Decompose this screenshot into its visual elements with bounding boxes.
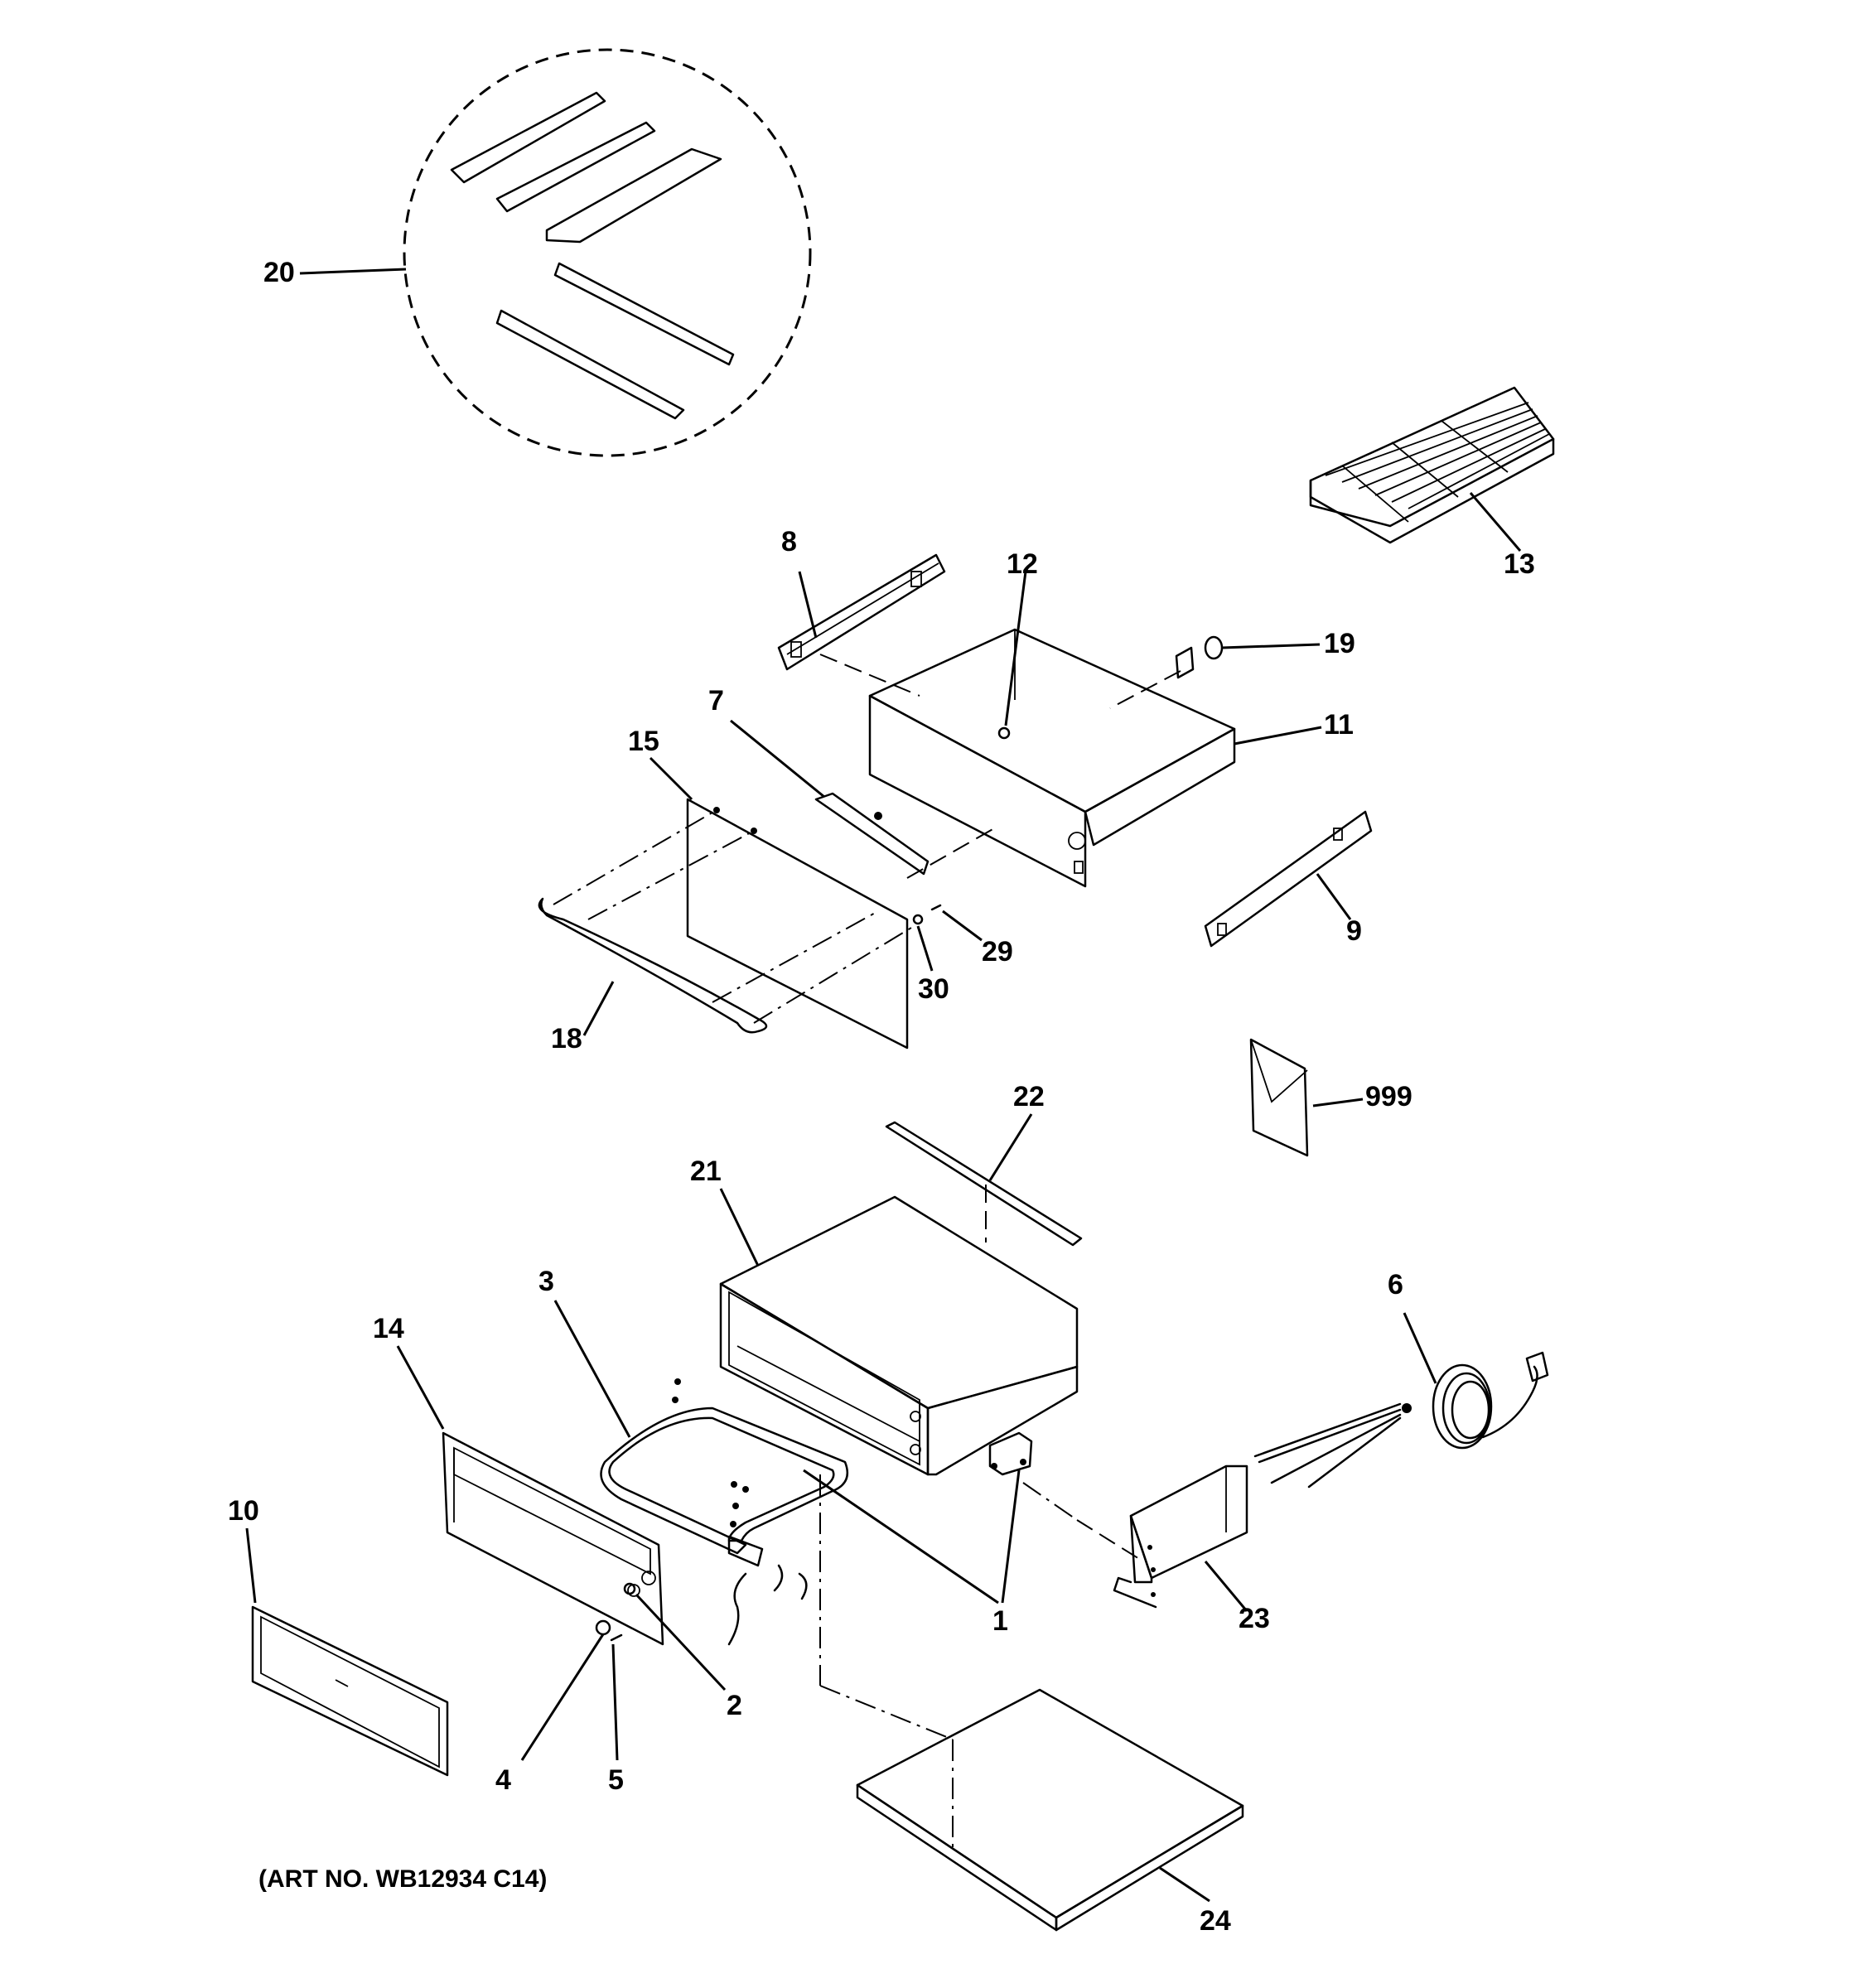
callout-5: 5 (608, 1764, 624, 1796)
leader-9 (1316, 873, 1352, 920)
leader-3 (553, 1300, 631, 1438)
leader-23 (1204, 1561, 1248, 1612)
callout-20: 20 (263, 257, 295, 288)
part-1-bracket (988, 1431, 1033, 1476)
callout-1: 1 (992, 1605, 1008, 1637)
leader-5 (611, 1643, 619, 1761)
part-29-screw (930, 904, 942, 911)
callout-23: 23 (1239, 1603, 1270, 1634)
callout-6: 6 (1388, 1269, 1403, 1300)
leader-4 (520, 1633, 605, 1761)
part-10-door-frame (251, 1605, 449, 1777)
leader-13 (1469, 492, 1522, 552)
leader-15 (649, 756, 693, 801)
callout-21: 21 (690, 1156, 722, 1187)
leader-12 (1004, 571, 1027, 726)
part-19-bumper (1175, 635, 1224, 679)
part-13-wire-rack (1309, 386, 1555, 544)
callout-9: 9 (1346, 915, 1362, 947)
callout-7: 7 (708, 685, 724, 717)
callout-22: 22 (1013, 1081, 1045, 1112)
callout-3: 3 (538, 1266, 554, 1297)
kit-boundary-circle (403, 48, 812, 457)
callout-labels: 20 13 8 12 19 11 7 15 9 29 30 18 999 22 … (228, 257, 1535, 1937)
callout-12: 12 (1007, 548, 1038, 580)
leader-10 (245, 1527, 257, 1604)
leader-11 (1234, 726, 1322, 746)
part-3-heating-element (600, 1407, 849, 1567)
leader-24 (1159, 1866, 1210, 1903)
leader-1b (1001, 1469, 1021, 1604)
leader-7 (730, 719, 825, 799)
part-12-screw (997, 726, 1011, 740)
leader-21 (719, 1188, 760, 1267)
part-8-left-slide (777, 553, 946, 671)
part-999-literature (1249, 1038, 1309, 1157)
leader-6 (1403, 1312, 1437, 1384)
part-15-drawer-front-panel (686, 798, 909, 1049)
callout-2: 2 (727, 1690, 742, 1721)
part-5-clip (610, 1633, 623, 1642)
part-6-power-cord (1253, 1351, 1549, 1489)
leader-22 (988, 1113, 1033, 1181)
leader-30 (916, 925, 934, 972)
leader-20 (299, 268, 407, 275)
leader-999 (1312, 1098, 1364, 1107)
part-9-right-slide (1204, 810, 1373, 948)
part-14-front-frame (442, 1431, 664, 1646)
leader-14 (396, 1345, 445, 1430)
callout-24: 24 (1200, 1905, 1231, 1937)
part-4-knob (595, 1619, 611, 1636)
part-7-latch-bracket (814, 792, 930, 876)
callout-10: 10 (228, 1495, 259, 1527)
leader-29 (942, 910, 983, 942)
part-21-outer-case (719, 1195, 1079, 1476)
part-23-electrical-box (1113, 1464, 1248, 1609)
callout-14: 14 (373, 1313, 404, 1344)
part-20-rack-support-kit (403, 48, 812, 457)
callout-13: 13 (1504, 548, 1535, 580)
part-2-indicator (623, 1582, 636, 1595)
part-18-handle (538, 897, 768, 1034)
leader-18 (582, 981, 615, 1036)
art-number-label: (ART NO. WB12934 C14) (258, 1865, 547, 1893)
part-11-drawer-body (868, 628, 1236, 888)
leader-8 (798, 571, 818, 639)
part-30-screw (912, 914, 924, 925)
callout-4: 4 (495, 1764, 511, 1796)
part-22-top-strip (885, 1121, 1083, 1247)
leader-2 (635, 1593, 727, 1691)
leader-1a (803, 1469, 999, 1604)
callout-999: 999 (1365, 1081, 1412, 1112)
callout-11: 11 (1324, 709, 1354, 741)
callout-18: 18 (551, 1023, 582, 1054)
callout-15: 15 (628, 726, 659, 757)
callout-8: 8 (781, 526, 797, 557)
callout-30: 30 (918, 973, 949, 1005)
callout-19: 19 (1324, 628, 1355, 659)
leader-19 (1221, 643, 1321, 649)
callout-29: 29 (982, 936, 1013, 967)
part-24-bottom-tray (856, 1688, 1244, 1932)
